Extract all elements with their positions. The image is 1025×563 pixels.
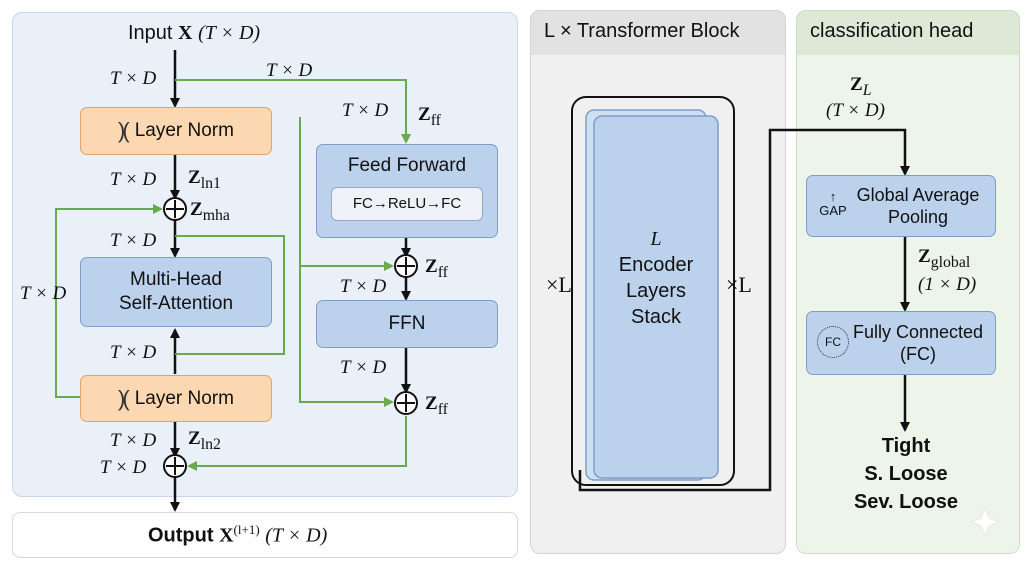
repeat-left-label: ×L xyxy=(546,272,572,297)
residual-ff-branch xyxy=(299,117,394,407)
class-label-tight: Tight xyxy=(881,435,931,457)
dim-label: T × D xyxy=(110,68,157,89)
z-ff-label: Zff xyxy=(425,256,448,281)
dim-label: T × D xyxy=(340,276,387,297)
layer-norm-icon: )( xyxy=(118,385,130,411)
z-mha-label: Zmha xyxy=(190,199,230,224)
zglobal-dims: (1 × D) xyxy=(918,274,977,295)
stack-outer-bracket xyxy=(571,96,735,486)
residual-ff-to-output xyxy=(187,416,407,471)
ffn-block: FFN xyxy=(316,300,498,348)
repeat-right-label: ×L xyxy=(726,272,752,297)
residual-mha-loop xyxy=(175,235,285,355)
classification-head-title: classification head xyxy=(810,20,974,42)
class-label-s-loose: S. Loose xyxy=(864,463,948,485)
dim-label: T × D xyxy=(342,100,389,121)
stack-title: L × Transformer Block xyxy=(544,20,740,42)
residual-norm2-to-add xyxy=(55,204,163,398)
dim-label: T × D xyxy=(110,169,157,190)
zglobal-label: Zglobal xyxy=(918,246,971,271)
gap-icon: ↑GAP xyxy=(819,189,847,218)
z-ff-label: Zff xyxy=(425,393,448,418)
classification-head-panel xyxy=(796,10,1020,554)
dim-label: T × D xyxy=(110,342,157,363)
fc-icon: FC xyxy=(817,326,849,358)
fully-connected-block: FC Fully Connected (FC) xyxy=(806,311,996,375)
stack-panel-header xyxy=(530,10,786,55)
input-header: Input X (T × D) xyxy=(128,22,261,44)
dim-label: T × D xyxy=(20,283,67,304)
sparkle-icon xyxy=(969,506,1001,538)
class-label-sev-loose: Sev. Loose xyxy=(853,491,959,513)
classification-head-header xyxy=(796,10,1020,55)
dim-label: T × D xyxy=(266,60,313,81)
residual-input-to-ff xyxy=(175,79,411,144)
stack-label: L Encoder Layers Stack xyxy=(618,228,694,328)
stack-layer-front xyxy=(593,115,719,479)
z-ln1-label: Zln1 xyxy=(188,167,221,192)
feed-forward-inner: FC→ReLU→FC xyxy=(331,187,483,221)
output-label: Output X(l+1) (T × D) xyxy=(148,522,328,547)
dim-label: T × D xyxy=(100,457,147,478)
zl-dims: (T × D) xyxy=(826,100,885,121)
z-ff-label: Zff xyxy=(418,104,441,129)
zl-label: ZL xyxy=(850,74,872,99)
feed-forward-block: Feed Forward FC→ReLU→FC xyxy=(316,144,498,238)
output-panel xyxy=(12,512,518,558)
global-average-pooling-block: ↑GAP Global Average Pooling xyxy=(806,175,996,237)
layer-norm-icon: )( xyxy=(118,118,130,143)
layer-norm-bottom: )( Layer Norm xyxy=(80,375,272,422)
dim-label: T × D xyxy=(340,357,387,378)
dim-label: T × D xyxy=(110,230,157,251)
flow-stack-to-gap xyxy=(578,128,910,492)
dim-label: T × D xyxy=(110,430,157,451)
z-ln2-label: Zln2 xyxy=(188,428,221,453)
layer-norm-top: )( Layer Norm xyxy=(80,107,272,155)
class-labels: Tight S. Loose Sev. Loose xyxy=(806,432,1006,516)
